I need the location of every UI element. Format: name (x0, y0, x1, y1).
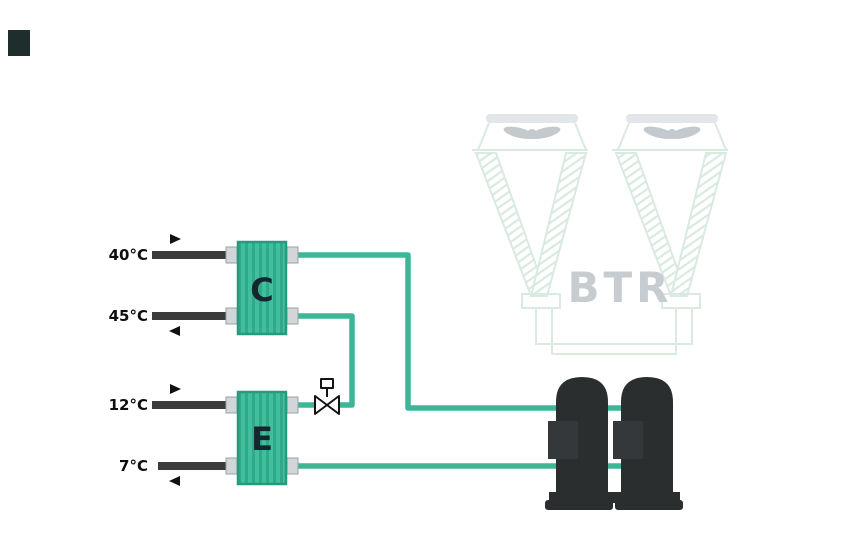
fan-support (477, 122, 490, 151)
temp-label-7c: 7°C (119, 457, 148, 475)
evaporator-label: E (251, 420, 273, 458)
port (286, 307, 299, 325)
coil-header (661, 293, 701, 309)
compressor-base (614, 492, 680, 503)
discharge-pipe (296, 252, 660, 411)
compressor-foot (545, 500, 613, 510)
compressor-body (621, 377, 673, 499)
arrow-left-icon (169, 476, 180, 486)
fan-support (617, 122, 630, 151)
fan-support (574, 122, 587, 151)
compressor-foot (615, 500, 683, 510)
dry-cooler-piping (551, 308, 677, 355)
terminal-box (613, 421, 643, 459)
evaporator-body (236, 390, 288, 486)
stream-labels: 40°C 45°C 12°C 7°C (109, 246, 148, 475)
compressor (545, 377, 615, 510)
valve-body (314, 395, 328, 415)
expansion-valve-icon (314, 378, 340, 415)
valve-actuator (320, 378, 334, 389)
dry-cooler-piping (535, 308, 693, 345)
port (286, 457, 299, 475)
ports (225, 246, 299, 475)
dry-cooler-watermark: BTR (472, 114, 728, 355)
condenser-body (236, 240, 288, 336)
condenser-label: C (250, 271, 273, 309)
temp-label-12c: 12°C (109, 396, 148, 414)
flow-arrows (169, 234, 181, 486)
fan-icon (503, 126, 561, 140)
port (225, 457, 238, 475)
port (225, 396, 238, 414)
port (286, 246, 299, 264)
compressor-base (549, 492, 615, 503)
evaporator: E (236, 390, 288, 486)
fan-bars (486, 114, 718, 123)
condenser: C (236, 240, 288, 336)
coil-header (521, 293, 561, 309)
fan-icon (643, 126, 701, 140)
port (225, 307, 238, 325)
compressor-body (556, 377, 608, 499)
fan-support (714, 122, 727, 151)
coil-bank (669, 152, 728, 297)
port (286, 396, 299, 414)
arrow-left-icon (169, 326, 180, 336)
compressors (545, 377, 683, 510)
arrow-right-icon (170, 234, 181, 244)
dry-cooler-label: BTR (567, 263, 672, 312)
water-streams (152, 251, 230, 470)
logo-block (8, 30, 30, 56)
port (225, 246, 238, 264)
terminal-box (548, 421, 578, 459)
compressor (613, 377, 683, 510)
temp-label-40c: 40°C (109, 246, 148, 264)
valve-body (326, 395, 340, 415)
temp-label-45c: 45°C (109, 307, 148, 325)
arrow-right-icon (170, 384, 181, 394)
liquid-pipe (296, 313, 355, 408)
coil-bank (529, 152, 588, 297)
